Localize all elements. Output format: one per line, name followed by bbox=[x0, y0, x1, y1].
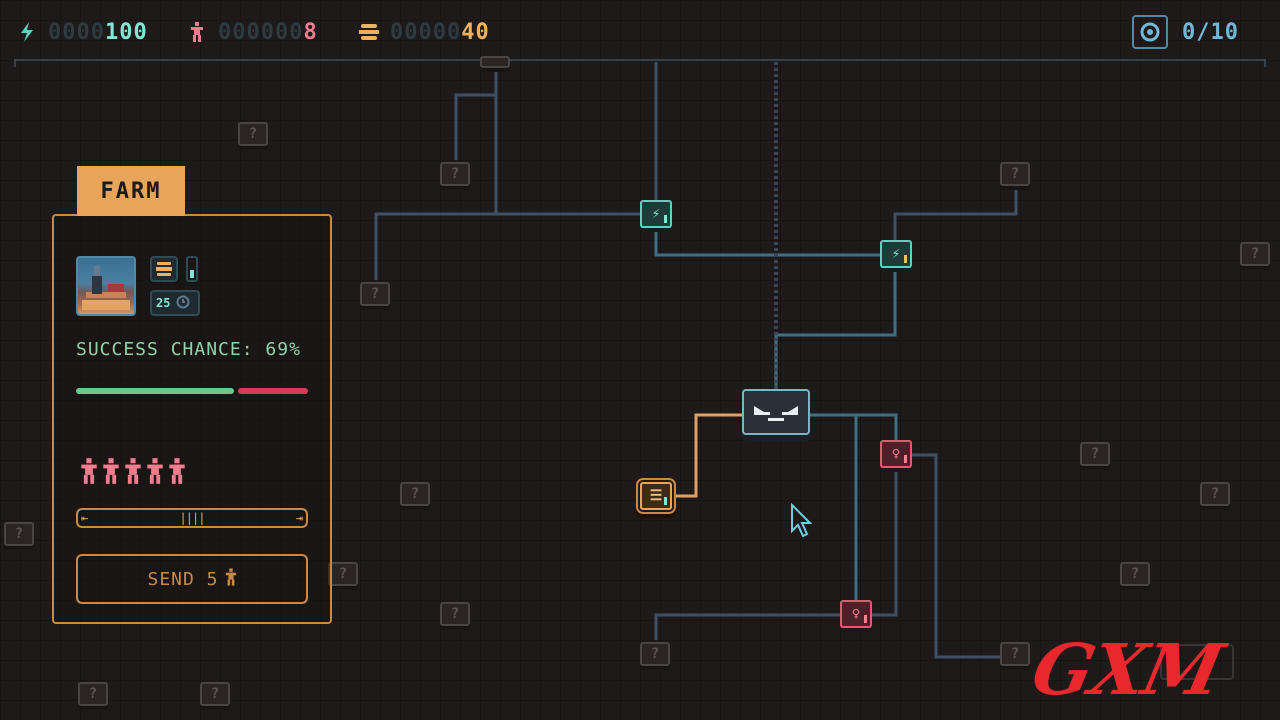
unknown-node[interactable]: ? bbox=[440, 162, 470, 186]
team-members bbox=[80, 458, 186, 486]
send-label: SEND 5 bbox=[147, 568, 219, 590]
objective-value: 0/10 bbox=[1182, 19, 1239, 45]
population-padding: 000000 bbox=[218, 19, 304, 45]
lightning-icon: ⚡ bbox=[891, 246, 901, 262]
unknown-label: ? bbox=[650, 646, 660, 662]
population-value: 8 bbox=[303, 19, 318, 45]
energy-value: 100 bbox=[104, 19, 148, 45]
lightning-icon: ⚡ bbox=[651, 206, 661, 222]
watermark-logo: GXM bbox=[1025, 628, 1229, 711]
person-icon: ♀ bbox=[891, 446, 901, 462]
duration-badge: 25 bbox=[150, 290, 200, 316]
target-icon bbox=[1132, 15, 1168, 49]
team-member-icon bbox=[125, 458, 141, 484]
unknown-node[interactable]: ? bbox=[1080, 442, 1110, 466]
unknown-label: ? bbox=[1090, 446, 1100, 462]
unknown-label: ? bbox=[1010, 646, 1020, 662]
clock-icon bbox=[176, 295, 190, 312]
success-fill bbox=[76, 388, 234, 394]
unknown-node[interactable]: ? bbox=[640, 642, 670, 666]
panel-title: FARM bbox=[77, 166, 185, 216]
person-icon bbox=[225, 567, 237, 591]
hud-divider bbox=[14, 59, 1266, 67]
unknown-node[interactable]: ? bbox=[1000, 162, 1030, 186]
food-icon bbox=[358, 21, 380, 43]
objective-counter: 0/10 bbox=[1132, 14, 1239, 50]
unknown-label: ? bbox=[1210, 486, 1220, 502]
unknown-node[interactable] bbox=[480, 56, 510, 68]
location-panel: FARM 25 SUCCESS CHANCE: 69% ⇤ |||| ⇥ SEN… bbox=[52, 166, 332, 626]
team-member-icon bbox=[81, 458, 97, 484]
unknown-label: ? bbox=[248, 126, 258, 142]
slider-handle[interactable]: |||| bbox=[179, 511, 206, 525]
unknown-label: ? bbox=[338, 566, 348, 582]
farm-portrait bbox=[76, 256, 136, 316]
unknown-label: ? bbox=[1250, 246, 1260, 262]
power-node[interactable]: ⚡ bbox=[640, 200, 672, 228]
team-member-icon bbox=[103, 458, 119, 484]
farm-node-selected[interactable]: ☰ bbox=[640, 482, 672, 510]
success-chance: SUCCESS CHANCE: 69% bbox=[76, 339, 301, 360]
unknown-label: ? bbox=[1010, 166, 1020, 182]
team-member-icon bbox=[147, 458, 163, 484]
unknown-node[interactable]: ? bbox=[1120, 562, 1150, 586]
energy-padding: 0000 bbox=[48, 19, 105, 45]
person-icon: ♀ bbox=[851, 606, 861, 622]
person-icon bbox=[186, 21, 208, 43]
unknown-node[interactable]: ? bbox=[440, 602, 470, 626]
unknown-label: ? bbox=[450, 606, 460, 622]
unknown-label: ? bbox=[210, 686, 220, 702]
mouse-cursor-icon bbox=[791, 503, 813, 538]
fail-fill bbox=[238, 388, 308, 394]
unknown-node[interactable]: ? bbox=[400, 482, 430, 506]
unknown-node[interactable]: ? bbox=[360, 282, 390, 306]
people-node[interactable]: ♀ bbox=[880, 440, 912, 468]
unknown-label: ? bbox=[88, 686, 98, 702]
unknown-label: ? bbox=[1130, 566, 1140, 582]
people-node[interactable]: ♀ bbox=[840, 600, 872, 628]
unknown-node[interactable]: ? bbox=[328, 562, 358, 586]
food-padding: 00000 bbox=[390, 19, 462, 45]
unknown-label: ? bbox=[14, 526, 24, 542]
food-icon: ☰ bbox=[649, 488, 663, 504]
food-icon bbox=[150, 256, 178, 282]
unknown-node[interactable]: ? bbox=[4, 522, 34, 546]
team-size-slider[interactable]: ⇤ |||| ⇥ bbox=[76, 508, 308, 528]
success-chance-bar bbox=[76, 388, 308, 394]
watermark-badge bbox=[1160, 644, 1234, 680]
unknown-label: ? bbox=[410, 486, 420, 502]
food-value: 40 bbox=[461, 19, 490, 45]
unknown-node[interactable]: ? bbox=[1200, 482, 1230, 506]
robot-core-icon[interactable] bbox=[742, 389, 810, 435]
power-node[interactable]: ⚡ bbox=[880, 240, 912, 268]
core-face bbox=[754, 406, 798, 421]
unknown-node[interactable]: ? bbox=[238, 122, 268, 146]
unknown-label: ? bbox=[450, 166, 460, 182]
send-button[interactable]: SEND 5 bbox=[76, 554, 308, 604]
lightning-icon bbox=[16, 21, 38, 43]
slider-left-arrow[interactable]: ⇤ bbox=[81, 511, 89, 525]
duration-value: 25 bbox=[156, 296, 171, 310]
team-member-icon bbox=[169, 458, 185, 484]
unknown-node[interactable]: ? bbox=[1240, 242, 1270, 266]
resource-gauge bbox=[186, 256, 198, 282]
unknown-label: ? bbox=[370, 286, 380, 302]
unknown-node[interactable]: ? bbox=[200, 682, 230, 706]
unknown-node[interactable]: ? bbox=[1000, 642, 1030, 666]
slider-right-arrow[interactable]: ⇥ bbox=[295, 511, 303, 525]
unknown-node[interactable]: ? bbox=[78, 682, 108, 706]
